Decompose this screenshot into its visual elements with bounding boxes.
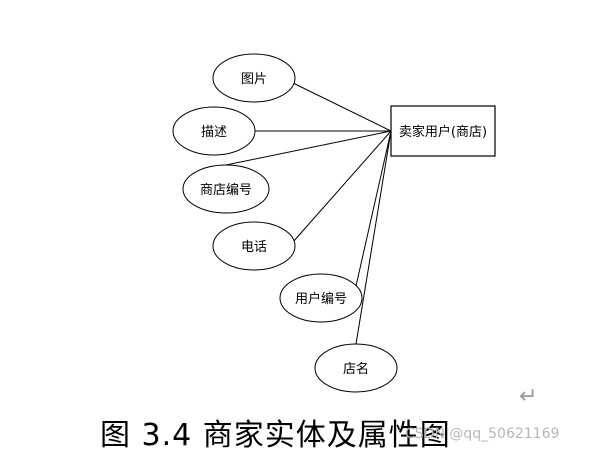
attribute-label-shop-id: 商店编号	[200, 183, 252, 198]
attribute-label-user-id: 用户编号	[295, 291, 347, 307]
attribute-ellipse-user-id	[279, 273, 363, 323]
attribute-description: 描述	[172, 106, 256, 156]
watermark: CSDN @qq_50621169	[405, 426, 560, 442]
connector-phone	[292, 130, 392, 243]
connector-user-id	[355, 130, 392, 287]
connector-lines	[225, 82, 392, 345]
attribute-shop-id: 商店编号	[182, 164, 270, 214]
connector-picture	[292, 82, 392, 132]
attribute-user-id: 用户编号	[279, 273, 363, 323]
entity-label: 卖家用户(商店)	[399, 124, 487, 140]
attribute-ellipse-phone	[212, 221, 296, 271]
attribute-ellipse-shop-name	[314, 343, 398, 393]
attribute-label-phone: 电话	[241, 240, 267, 255]
attribute-label-shop-name: 店名	[343, 361, 369, 377]
return-icon: ↵	[519, 384, 538, 409]
connector-shop-id	[225, 130, 392, 166]
attribute-ellipse-description	[172, 106, 256, 156]
attribute-label-picture: 图片	[241, 72, 267, 87]
attribute-label-description: 描述	[201, 125, 227, 140]
connector-shop-name	[355, 130, 392, 345]
entity-node: 卖家用户(商店)	[390, 105, 496, 157]
attribute-picture: 图片	[212, 53, 296, 103]
attribute-phone: 电话	[212, 221, 296, 271]
entity-box	[390, 105, 496, 157]
attribute-ellipse-shop-id	[182, 164, 270, 214]
figure-caption: 图 3.4 商家实体及属性图	[100, 418, 451, 453]
attribute-shop-name: 店名	[314, 343, 398, 393]
attribute-ellipse-picture	[212, 53, 296, 103]
